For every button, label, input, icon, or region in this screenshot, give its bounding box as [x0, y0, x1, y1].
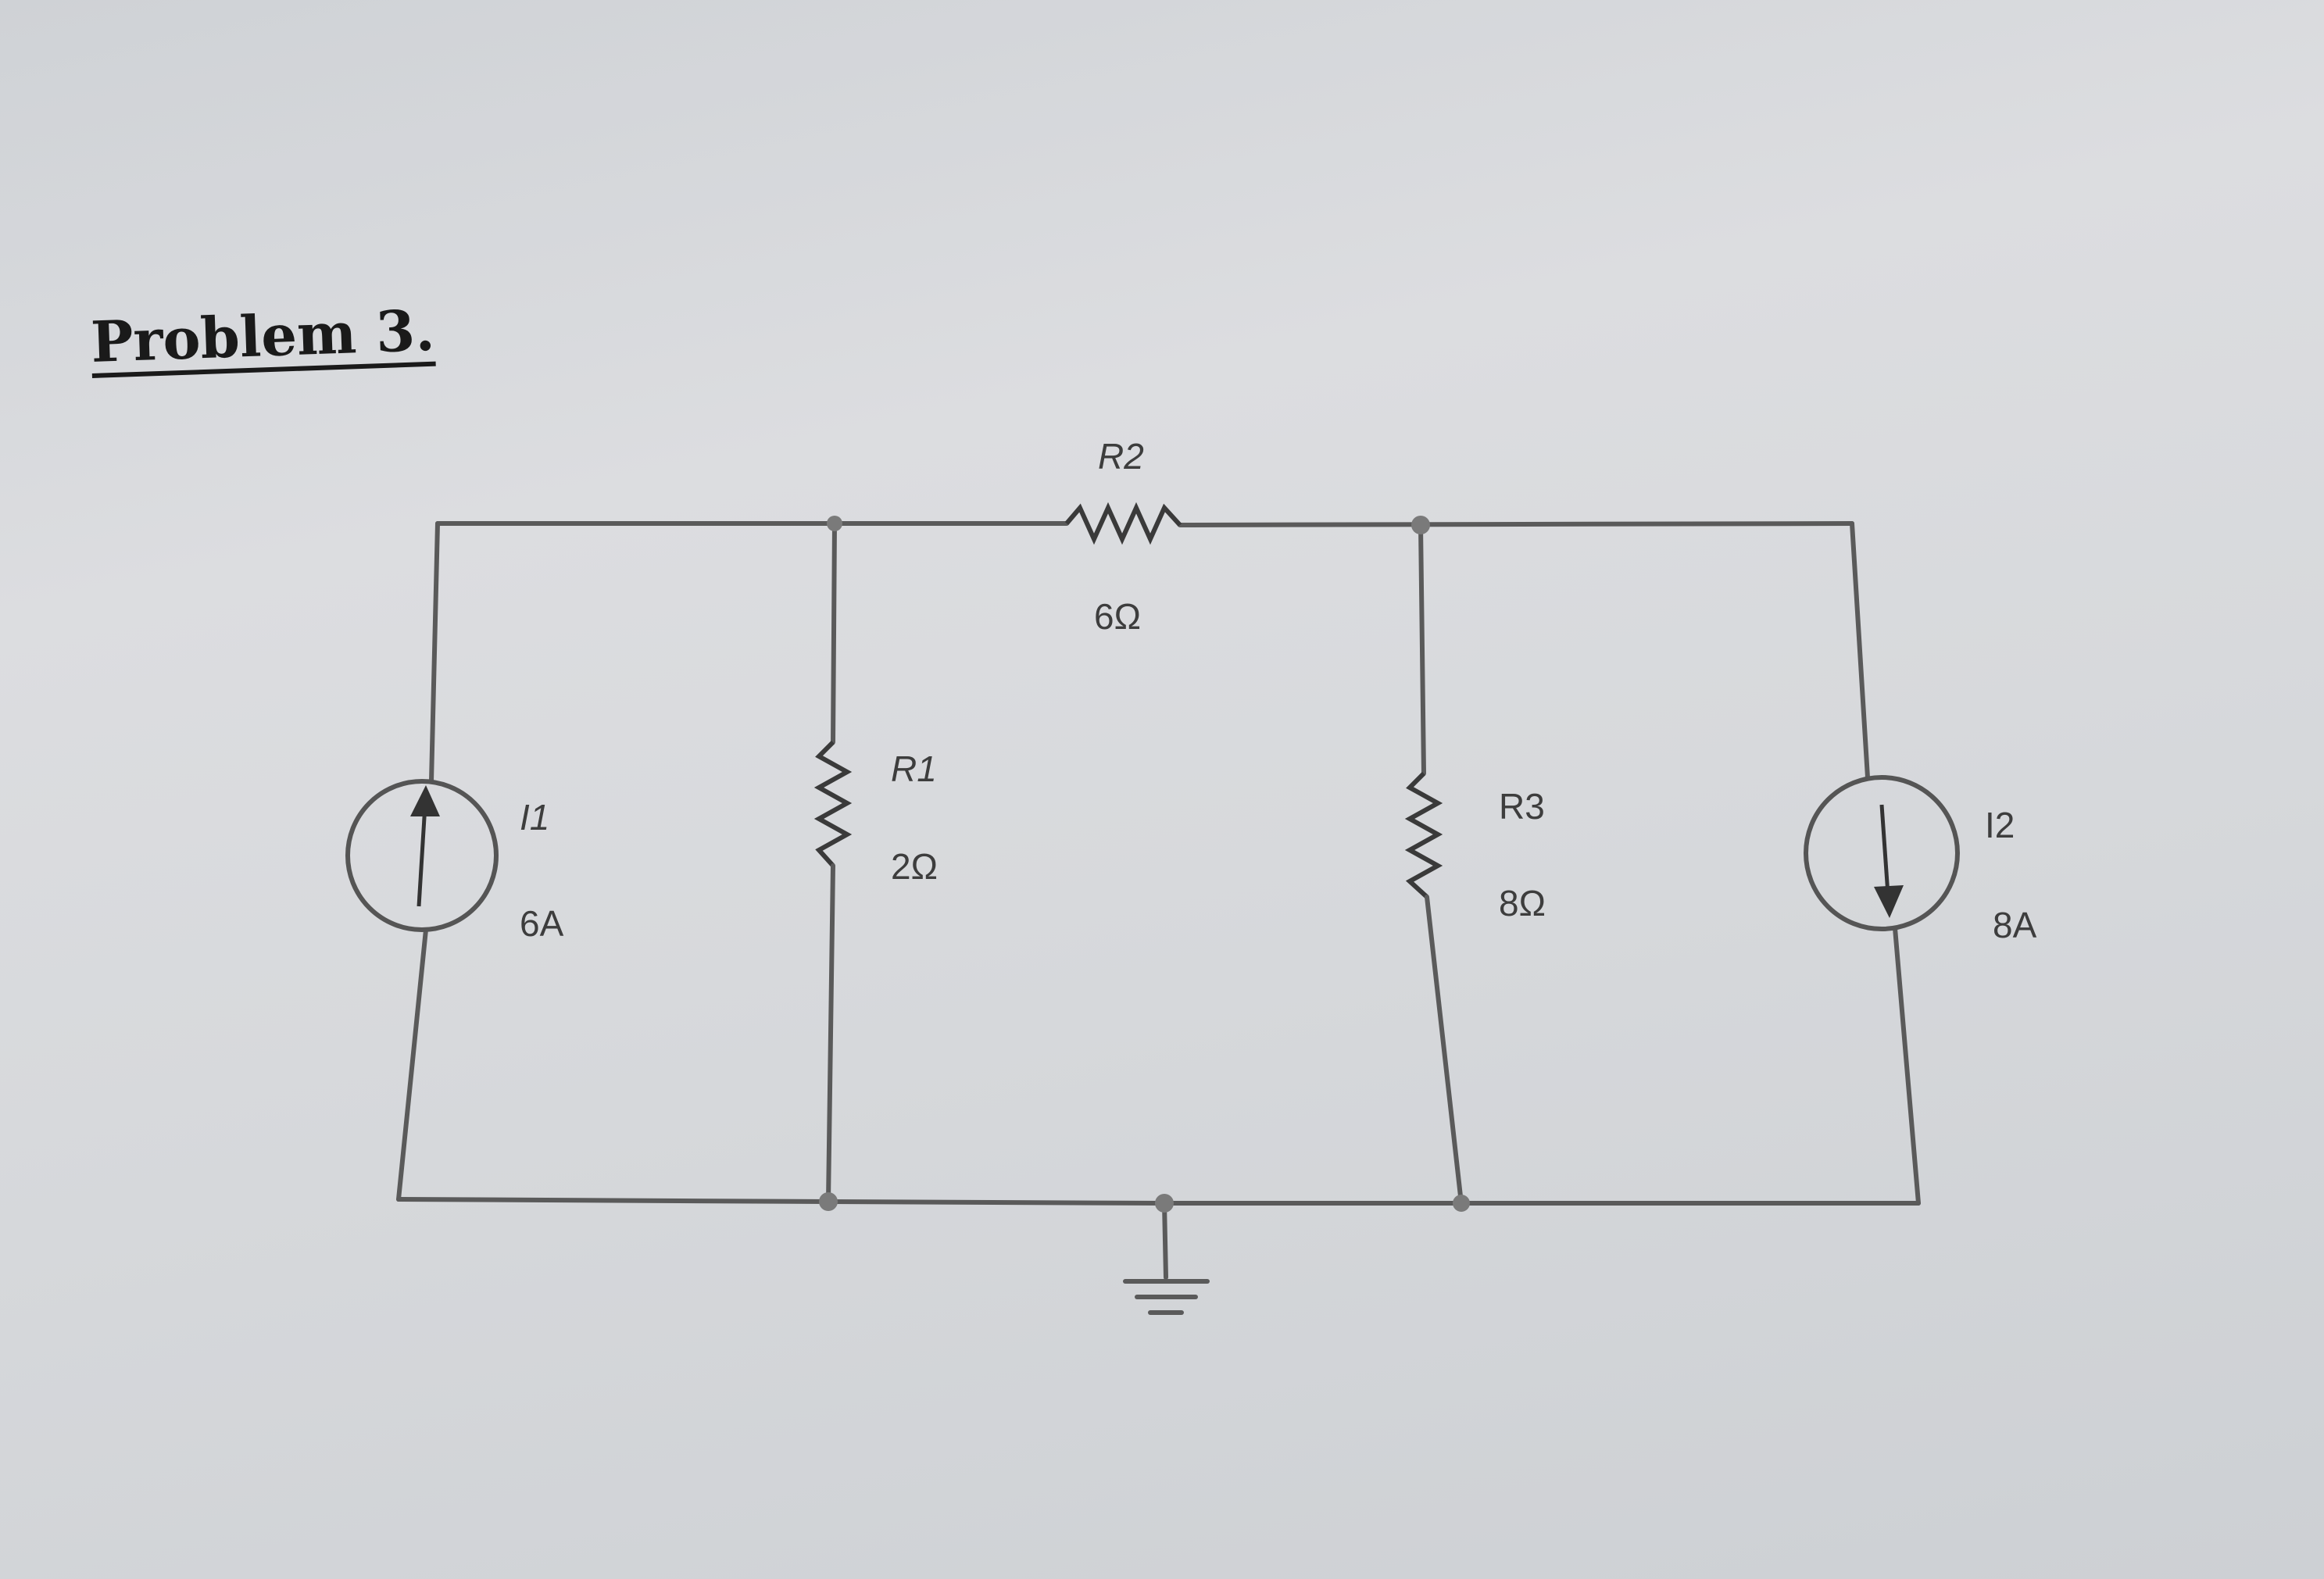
- resistor-r3: [1404, 771, 1443, 899]
- top-wire-right: [1178, 521, 1854, 527]
- node-ground: [1155, 1194, 1174, 1213]
- i2-value: 8A: [1993, 905, 2037, 945]
- i2-arrow-shaft: [1879, 804, 1890, 895]
- node-top-r3: [1411, 516, 1430, 534]
- i1-value: 6A: [520, 903, 564, 944]
- r1-wire-top: [831, 521, 837, 745]
- i1-label: I1: [520, 797, 549, 838]
- node-bottom-r3: [1453, 1195, 1470, 1212]
- r3-wire-bottom: [1425, 895, 1464, 1206]
- i1-arrow-shaft: [417, 804, 427, 907]
- i1-arrow-head: [410, 785, 440, 816]
- current-source-i2: [1804, 775, 1960, 931]
- r1-label: R1: [891, 748, 937, 789]
- i2-arrow-head: [1874, 885, 1904, 918]
- resistor-r1: [813, 740, 853, 868]
- i2-wire-bottom: [1893, 926, 1921, 1206]
- ground-wire: [1162, 1201, 1168, 1280]
- node-top-r1: [827, 516, 842, 531]
- node-bottom-r1: [819, 1192, 838, 1211]
- r3-value: 8Ω: [1499, 883, 1546, 923]
- current-source-i1: [345, 779, 499, 932]
- i1-wire-top: [429, 521, 440, 784]
- r1-wire-bottom: [826, 863, 835, 1204]
- i2-wire-top: [1850, 521, 1870, 780]
- resistor-r2: [1064, 502, 1182, 545]
- r1-value: 2Ω: [891, 846, 938, 887]
- r2-value: 6Ω: [1094, 596, 1141, 637]
- ground-icon: [1123, 1279, 1210, 1315]
- i2-label: I2: [1985, 805, 2015, 845]
- r3-label: R3: [1499, 786, 1545, 827]
- r3-wire-top: [1418, 523, 1426, 776]
- i1-wire-bottom: [396, 927, 428, 1202]
- r2-label: R2: [1098, 436, 1144, 477]
